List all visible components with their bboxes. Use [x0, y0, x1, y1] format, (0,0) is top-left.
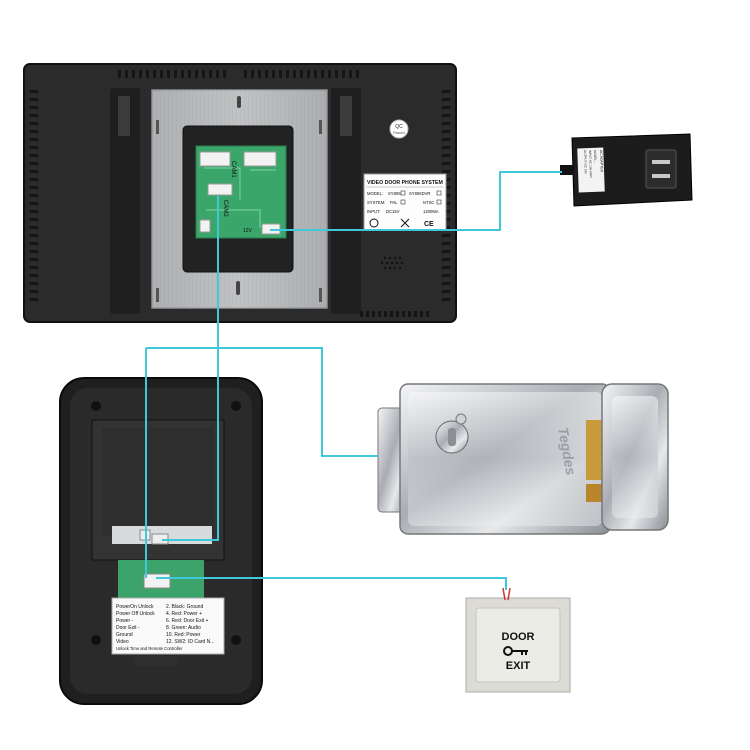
qc-sticker [389, 119, 409, 139]
adapter-line3: INPUT: AC 100-240V [588, 150, 593, 178]
outdoor-camera: PowerOn Unlock Power Off Unlock Power - … [59, 377, 263, 705]
lock-latch-plate [586, 420, 604, 480]
input-row-label: INPUT: [367, 209, 380, 214]
system-b: NTSC [423, 200, 434, 205]
adapter-prong-2 [652, 174, 670, 178]
monitor-left-vents [30, 90, 38, 301]
camera-screw-br [231, 635, 241, 645]
cam1-connector [199, 151, 231, 167]
legend-right-1: 4. Red: Power + [166, 611, 202, 617]
input-a: DC15V [386, 209, 400, 214]
exit-button-wires [502, 587, 511, 601]
wire-monitor-to-camera [162, 348, 219, 541]
camera-screw-tl [91, 401, 101, 411]
cam1-label: CAM1 [230, 161, 236, 178]
adapter-line4: OUTPUT: DC 15V [583, 150, 588, 174]
weee-icon [400, 218, 410, 228]
camera-connector [143, 573, 171, 589]
left-rail [110, 88, 140, 314]
system-b-checkbox [436, 199, 442, 205]
monitor-top-vents [118, 70, 359, 78]
camera-screw-bl [91, 635, 101, 645]
wire-camera-to-exit [156, 577, 507, 590]
electric-lock: Tegdes [377, 383, 669, 535]
ce-mark: CE [424, 221, 434, 228]
legend-right-4: 10. Red: Power [166, 632, 201, 638]
legend-left-1: Power Off Unlock [116, 611, 155, 617]
power-adapter: AC ADAPTER MODEL:... INPUT: AC 100-240V … [560, 133, 693, 207]
legend-left-6: Unlock Time and Remote Controller [116, 646, 183, 651]
camera-cable-slot [134, 656, 178, 666]
camera-screw-tr [231, 401, 241, 411]
legend-left-2: Power - [116, 618, 134, 624]
mid-connector [207, 183, 233, 196]
cert-icon [369, 218, 379, 228]
legend-right-5: 12. SW2: ID Card N... [166, 639, 214, 645]
cam2-connector [243, 151, 277, 167]
adapter-cable-boot [560, 165, 574, 175]
plate-slot-bottom [236, 281, 240, 295]
exit-line2: EXIT [506, 660, 531, 672]
adapter-plug-recess [645, 149, 677, 189]
connection-wires [145, 171, 562, 590]
qc-label: QC [395, 124, 403, 130]
model-a-checkbox [400, 190, 406, 196]
legend-left-0: PowerOn Unlock [116, 604, 154, 610]
model-title: VIDEO DOOR PHONE SYSTEM [367, 180, 443, 186]
input-b: 1200MA [423, 209, 439, 214]
wire-monitor-to-lock [217, 196, 378, 457]
legend-left-4: Ground [116, 632, 133, 638]
dc-label: 12V [243, 228, 253, 234]
qc-sub: Passed [393, 131, 405, 135]
exit-line1: DOOR [502, 631, 535, 643]
legend-right-3: 8. Green: Audio [166, 625, 201, 631]
legend-left-3: Door Exit - [116, 625, 140, 631]
legend-right-2: 6. Red: Door Exit + [166, 618, 208, 624]
system-row-label: SYSTEM: [367, 200, 385, 205]
legend-left-5: Video [116, 639, 129, 645]
exit-button-face [475, 607, 561, 683]
plate-slot-top [237, 96, 241, 108]
adapter-line1: AC ADAPTER [599, 150, 604, 173]
adapter-label [577, 147, 605, 193]
right-rail [331, 88, 361, 314]
adapter-line2: MODEL:... [593, 150, 597, 164]
model-a: SY806 [388, 191, 401, 196]
model-row-label: MODEL: [367, 191, 383, 196]
door-exit-button: DOOR EXIT [465, 587, 571, 693]
cam2-label: CAM2 [222, 200, 228, 217]
indoor-monitor: CAM1 CAM2 12V QC Passed VIDEO DOOR PHONE… [23, 63, 457, 323]
legend-right-0: 2. Black: Ground [166, 604, 203, 610]
model-b: SY806DVR [409, 191, 430, 196]
adapter-prong-1 [652, 160, 670, 164]
lock-deadbolt [586, 484, 604, 502]
system-a: PAL [390, 200, 398, 205]
camera-legend-sticker [111, 597, 225, 655]
system-a-checkbox [400, 199, 406, 205]
model-b-checkbox [436, 190, 442, 196]
monitor-bottom-vents [360, 311, 429, 317]
speaker-grille [380, 256, 404, 270]
wire-adapter-to-monitor [270, 171, 562, 231]
